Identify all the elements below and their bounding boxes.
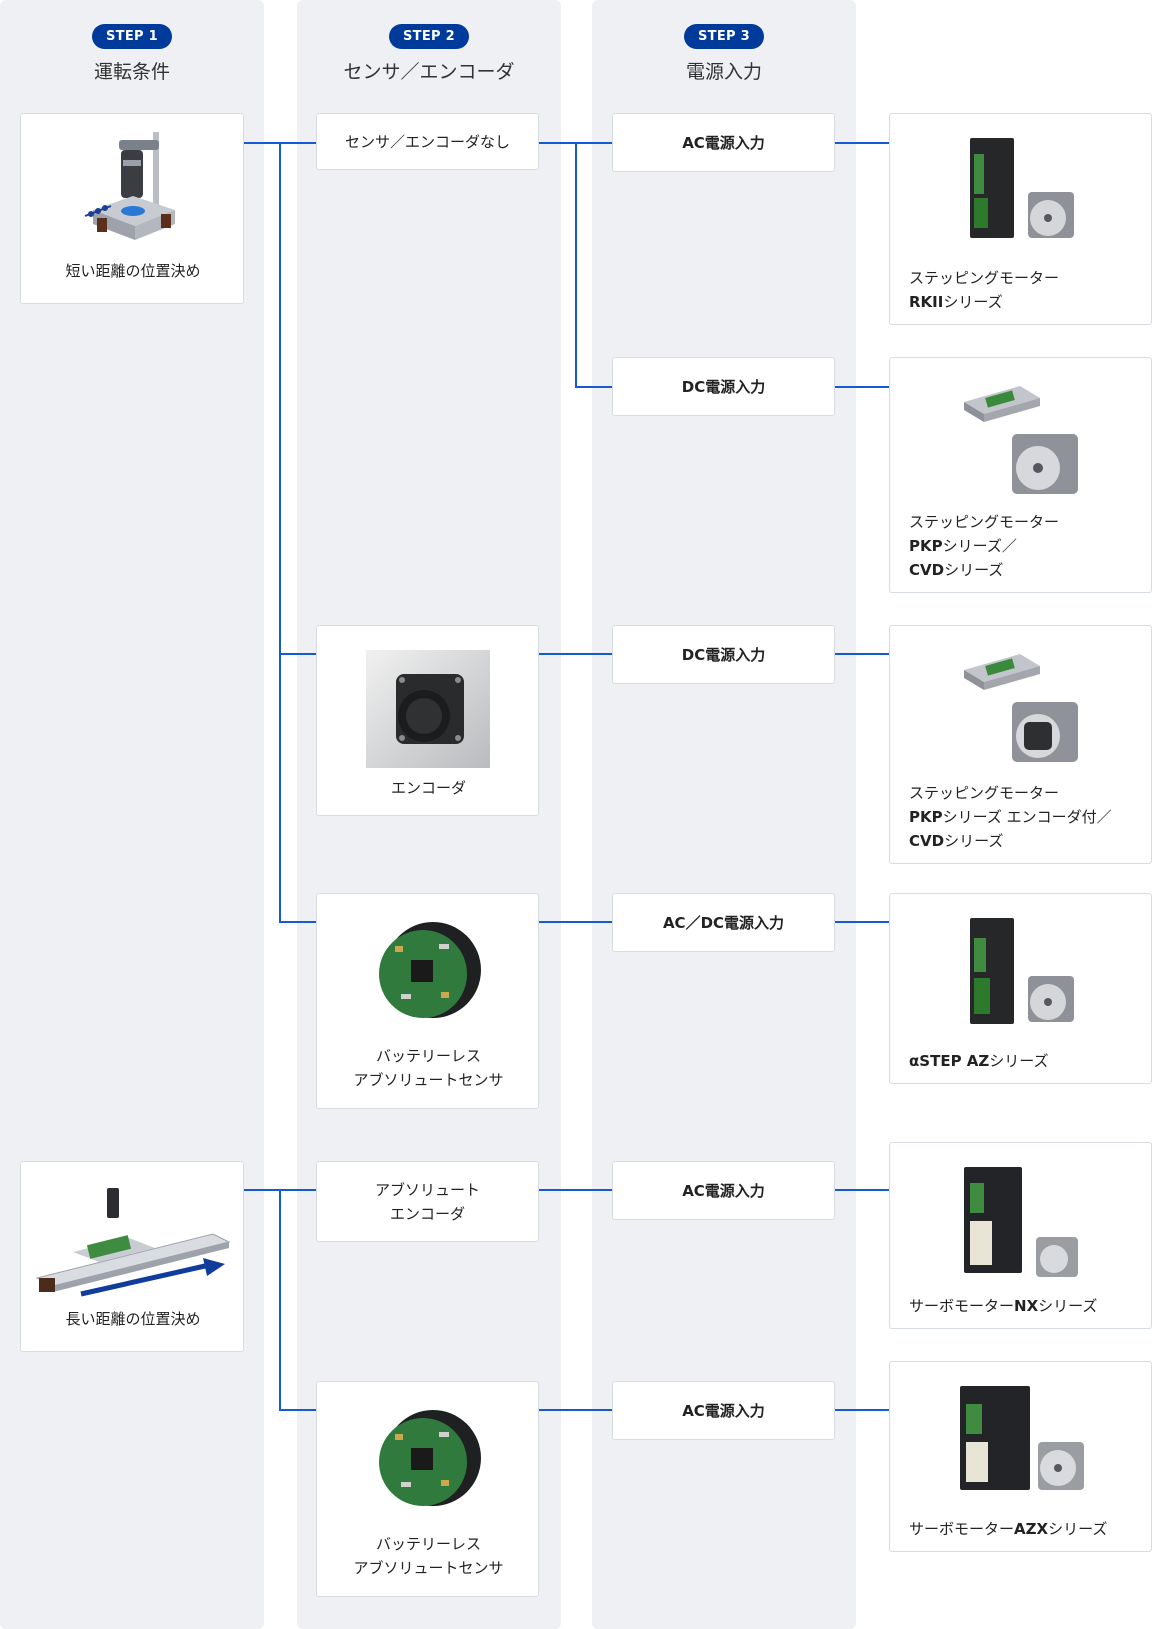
long-positioning-slider-icon bbox=[33, 1186, 233, 1301]
power-label: AC電源入力 bbox=[682, 1179, 765, 1203]
step1-header: STEP 1 運転条件 bbox=[0, 24, 264, 84]
product-series: αSTEP AZ bbox=[909, 1052, 989, 1070]
connector-line bbox=[835, 1189, 889, 1191]
product-label: サーボモーターNXシリーズ bbox=[909, 1294, 1097, 1318]
connector-line bbox=[835, 921, 889, 923]
step2-header: STEP 2 センサ／エンコーダ bbox=[297, 24, 561, 84]
power-label: AC電源入力 bbox=[682, 1399, 765, 1423]
condition-card-short[interactable]: 短い距離の位置決め bbox=[20, 113, 244, 304]
product-series-prefix: サーボモーター bbox=[909, 1297, 1014, 1315]
servo-driver-and-motor-photo bbox=[962, 1165, 1082, 1281]
connector-line bbox=[575, 386, 612, 388]
condition-card-long[interactable]: 長い距離の位置決め bbox=[20, 1161, 244, 1352]
power-label: AC電源入力 bbox=[682, 131, 765, 155]
connector-line bbox=[835, 653, 889, 655]
power-card[interactable]: AC／DC電源入力 bbox=[612, 893, 835, 952]
sensor-label: バッテリーレス アブソリュートセンサ bbox=[317, 1044, 540, 1092]
product-series: CVD bbox=[909, 832, 944, 850]
power-card[interactable]: DC電源入力 bbox=[612, 625, 835, 684]
power-label: DC電源入力 bbox=[682, 643, 765, 667]
sensor-card[interactable]: エンコーダ bbox=[316, 625, 539, 816]
product-series: PKP bbox=[909, 537, 943, 555]
product-label: ステッピングモーター RKIIシリーズ bbox=[909, 266, 1059, 314]
product-series-prefix: サーボモーター bbox=[909, 1520, 1014, 1538]
product-series: PKP bbox=[909, 808, 943, 826]
encoder-photo bbox=[366, 650, 490, 768]
product-card[interactable]: ステッピングモーター PKPシリーズ／ CVDシリーズ bbox=[889, 357, 1152, 593]
absolute-sensor-photo bbox=[373, 1404, 483, 1516]
power-card[interactable]: AC電源入力 bbox=[612, 1161, 835, 1220]
product-card[interactable]: サーボモーターAZXシリーズ bbox=[889, 1361, 1152, 1552]
product-line1: ステッピングモーター bbox=[909, 513, 1059, 531]
product-series-suffix: シリーズ bbox=[1038, 1297, 1097, 1315]
power-card[interactable]: AC電源入力 bbox=[612, 1381, 835, 1440]
connector-line bbox=[835, 142, 889, 144]
product-series-suffix: シリーズ bbox=[1048, 1520, 1107, 1538]
step-title: センサ／エンコーダ bbox=[297, 57, 561, 84]
step-badge: STEP 2 bbox=[389, 24, 469, 49]
power-card[interactable]: AC電源入力 bbox=[612, 113, 835, 172]
step-title: 運転条件 bbox=[0, 57, 264, 84]
servo-driver-and-motor-photo bbox=[958, 1384, 1088, 1500]
condition-label: 短い距離の位置決め bbox=[21, 259, 245, 283]
product-series: RKII bbox=[909, 293, 943, 311]
product-series-suffix: シリーズ エンコーダ付／ bbox=[943, 808, 1112, 826]
connector-line bbox=[835, 1409, 889, 1411]
product-line1: ステッピングモーター bbox=[909, 784, 1059, 802]
step-badge: STEP 3 bbox=[684, 24, 764, 49]
product-series-suffix: シリーズ bbox=[944, 561, 1003, 579]
product-card[interactable]: ステッピングモーター RKIIシリーズ bbox=[889, 113, 1152, 325]
sensor-card[interactable]: バッテリーレス アブソリュートセンサ bbox=[316, 893, 539, 1109]
condition-label: 長い距離の位置決め bbox=[21, 1307, 245, 1331]
power-label: DC電源入力 bbox=[682, 375, 765, 399]
step-title: 電源入力 bbox=[592, 57, 856, 84]
product-series-suffix: シリーズ bbox=[943, 293, 1002, 311]
product-line1: ステッピングモーター bbox=[909, 269, 1059, 287]
sensor-label: アブソリュート エンコーダ bbox=[375, 1178, 480, 1226]
power-label: AC／DC電源入力 bbox=[663, 911, 784, 935]
sensor-card[interactable]: バッテリーレス アブソリュートセンサ bbox=[316, 1381, 539, 1597]
sensor-label: センサ／エンコーダなし bbox=[345, 130, 510, 154]
connector-line bbox=[279, 653, 316, 655]
board-driver-and-motor-photo bbox=[962, 382, 1082, 498]
product-label: サーボモーターAZXシリーズ bbox=[909, 1517, 1107, 1541]
power-card[interactable]: DC電源入力 bbox=[612, 357, 835, 416]
connector-line bbox=[279, 1189, 281, 1411]
product-label: ステッピングモーター PKPシリーズ エンコーダ付／ CVDシリーズ bbox=[909, 781, 1112, 853]
board-driver-and-encoder-motor-photo bbox=[962, 650, 1082, 766]
step3-header: STEP 3 電源入力 bbox=[592, 24, 856, 84]
absolute-sensor-photo bbox=[373, 916, 483, 1028]
sensor-card[interactable]: センサ／エンコーダなし bbox=[316, 113, 539, 170]
connector-line bbox=[539, 1409, 612, 1411]
connector-line bbox=[835, 386, 889, 388]
sensor-label: バッテリーレス アブソリュートセンサ bbox=[317, 1532, 540, 1580]
product-card[interactable]: αSTEP AZシリーズ bbox=[889, 893, 1152, 1084]
product-label: αSTEP AZシリーズ bbox=[909, 1049, 1049, 1073]
product-series: NX bbox=[1014, 1297, 1038, 1315]
product-card[interactable]: サーボモーターNXシリーズ bbox=[889, 1142, 1152, 1329]
product-label: ステッピングモーター PKPシリーズ／ CVDシリーズ bbox=[909, 510, 1059, 582]
sensor-card[interactable]: アブソリュート エンコーダ bbox=[316, 1161, 539, 1242]
product-series: CVD bbox=[909, 561, 944, 579]
product-series: AZX bbox=[1014, 1520, 1048, 1538]
product-card[interactable]: ステッピングモーター PKPシリーズ エンコーダ付／ CVDシリーズ bbox=[889, 625, 1152, 864]
product-series-suffix: シリーズ／ bbox=[943, 537, 1017, 555]
driver-and-motor-photo bbox=[968, 136, 1078, 252]
connector-line bbox=[575, 142, 577, 388]
connector-line bbox=[539, 1189, 612, 1191]
short-positioning-stage-icon bbox=[83, 132, 183, 247]
sensor-label: エンコーダ bbox=[317, 776, 540, 800]
step-badge: STEP 1 bbox=[92, 24, 172, 49]
driver-and-motor-photo bbox=[968, 916, 1078, 1032]
product-series-suffix: シリーズ bbox=[944, 832, 1003, 850]
product-series-suffix: シリーズ bbox=[989, 1052, 1048, 1070]
connector-line bbox=[539, 921, 612, 923]
connector-line bbox=[539, 653, 612, 655]
connector-line bbox=[279, 921, 316, 923]
connector-line bbox=[279, 1409, 316, 1411]
connector-line bbox=[279, 142, 281, 923]
